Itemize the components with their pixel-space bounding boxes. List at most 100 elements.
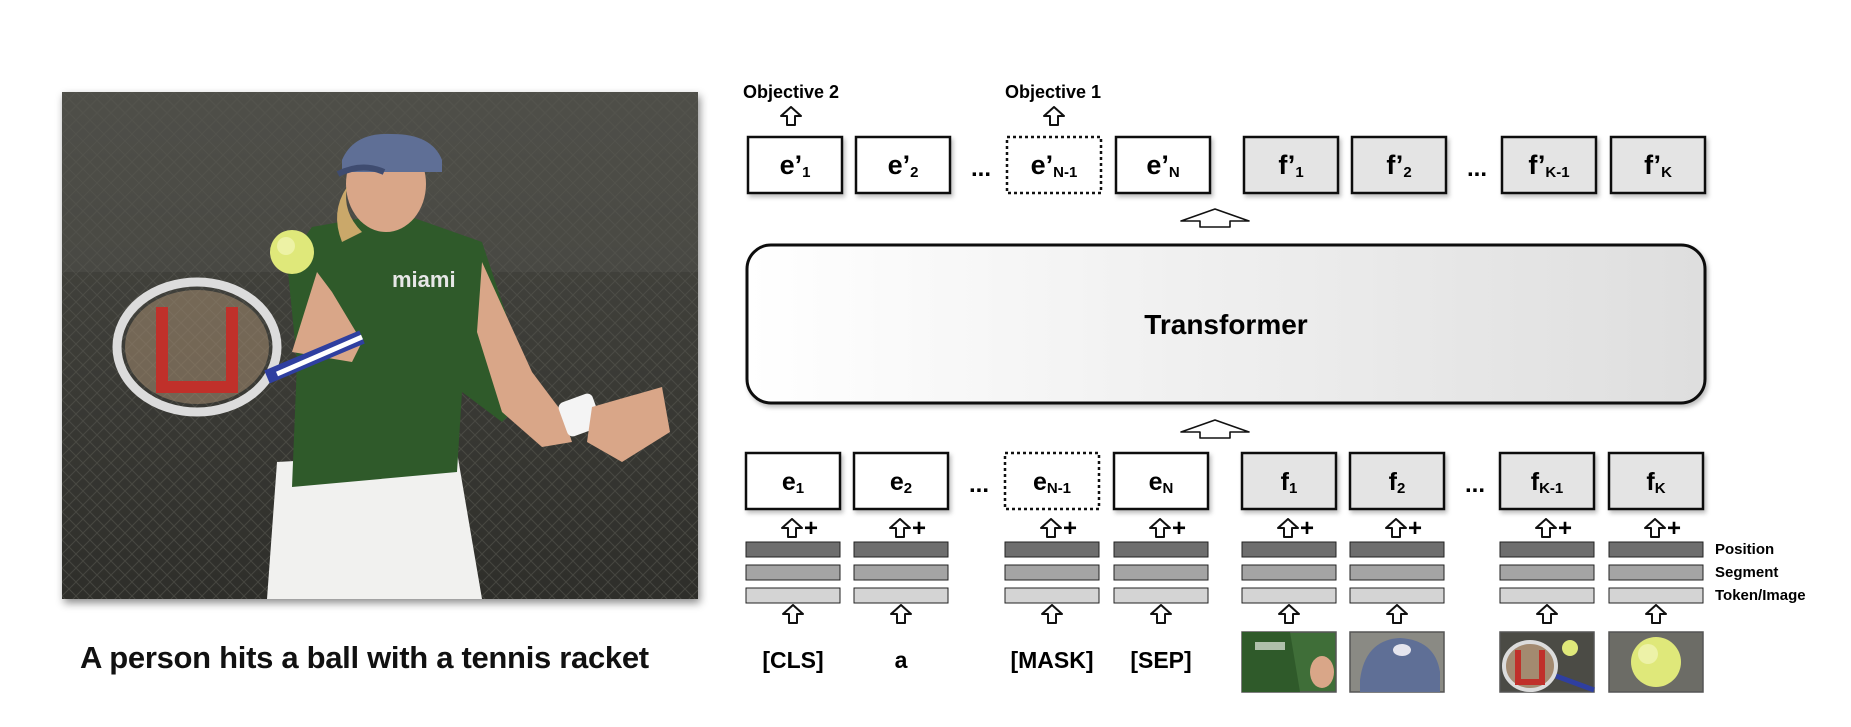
token-a: a [895,647,908,673]
input-arrow-icon [1536,604,1558,624]
input-image-features: f1 f2 ... fK-1 fK [1240,451,1705,511]
svg-text:fK: fK [1646,468,1665,497]
output-f2-box: f’2 [1350,135,1448,195]
position-embedding-bar [1608,541,1704,558]
svg-text:eN: eN [1149,468,1174,497]
svg-text:f’1: f’1 [1278,150,1303,181]
input-eN-1-masked-box: eN-1 [1003,451,1101,511]
position-embedding-bar [1499,541,1595,558]
transformer-input-arrow-icon [1180,419,1250,439]
input-e1-box: e1 [744,451,842,511]
position-embedding-bar [1004,541,1100,558]
output-image-ellipsis: ... [1467,155,1487,182]
objective-1-label: Objective 1 [1005,82,1101,102]
image-embedding-bar [1608,587,1704,604]
transformer-output-arrow-icon [1180,208,1250,228]
output-e1-box: e’1 [746,135,844,195]
input-eN-box: eN [1112,451,1210,511]
svg-text:f’K-1: f’K-1 [1528,150,1569,181]
plus-sign: + [804,515,818,542]
svg-text:f’2: f’2 [1386,150,1411,181]
image-patches [1241,631,1704,693]
input-arrow-icon [1386,604,1408,624]
plus-sign: + [1667,515,1681,542]
output-text-embeddings: e’1 e’2 ... e’N-1 e’N [746,135,1212,195]
segment-embedding-bar [1004,564,1100,581]
cap-patch [1349,631,1445,693]
position-label: Position [1715,541,1774,558]
embedding-bars [745,541,1704,604]
sum-arrow-icon [1277,518,1299,538]
svg-text:f1: f1 [1281,468,1298,497]
input-e2-box: e2 [852,451,950,511]
image-embedding-bar [1241,587,1337,604]
plus-sign: + [912,515,926,542]
shirt-patch [1241,631,1337,693]
position-embedding-bar [745,541,841,558]
token-embedding-bar [853,587,949,604]
segment-embedding-bar [853,564,949,581]
sum-arrow-icon [1040,518,1062,538]
svg-text:e’1: e’1 [780,150,811,181]
svg-text:e’N-1: e’N-1 [1031,150,1078,181]
token-image-label: Token/Image [1715,587,1806,604]
plus-sign: + [1558,515,1572,542]
input-fK-1-box: fK-1 [1498,451,1596,511]
position-embedding-bar [1349,541,1445,558]
output-e2-box: e’2 [854,135,952,195]
svg-text:e2: e2 [890,468,912,497]
tennis-photo-illustration: miami [62,92,698,599]
sum-arrows: + + + + + + + + [781,515,1681,542]
segment-embedding-bar [1241,564,1337,581]
ball-patch [1608,631,1704,693]
svg-text:e’2: e’2 [888,150,919,181]
token-sep: [SEP] [1130,647,1191,673]
input-text-ellipsis: ... [969,471,989,498]
input-arrow-icon [1278,604,1300,624]
output-text-ellipsis: ... [971,155,991,182]
sum-arrow-icon [781,518,803,538]
input-arrow-icon [782,604,804,624]
input-arrow-icon [1150,604,1172,624]
position-embedding-bar [1241,541,1337,558]
token-embedding-bar [1004,587,1100,604]
objective-2-arrow-icon [780,106,802,126]
svg-text:fK-1: fK-1 [1531,468,1564,497]
token-cls: [CLS] [762,647,823,673]
input-arrow-icon [1645,604,1667,624]
racket-patch [1499,631,1595,693]
input-arrows [782,604,1667,624]
segment-embedding-bar [1113,564,1209,581]
svg-text:e1: e1 [782,468,804,497]
objective-1-arrow-icon [1043,106,1065,126]
plus-sign: + [1172,515,1186,542]
input-text-embeddings: e1 e2 ... eN-1 eN [744,451,1210,511]
input-arrow-icon [890,604,912,624]
shirt-logo: miami [392,267,456,292]
segment-label: Segment [1715,564,1778,581]
svg-text:f2: f2 [1389,468,1406,497]
svg-text:eN-1: eN-1 [1033,468,1071,497]
input-fK-box: fK [1607,451,1705,511]
position-embedding-bar [853,541,949,558]
output-eN-box: e’N [1114,135,1212,195]
sum-arrow-icon [1644,518,1666,538]
sum-arrow-icon [1149,518,1171,538]
objective-2-label: Objective 2 [743,82,839,102]
token-mask: [MASK] [1010,647,1093,673]
sum-arrow-icon [1535,518,1557,538]
segment-embedding-bar [1608,564,1704,581]
input-arrow-icon [1041,604,1063,624]
image-caption: A person hits a ball with a tennis racke… [80,640,649,675]
token-embedding-bar [745,587,841,604]
token-embedding-bar [1113,587,1209,604]
image-embedding-bar [1349,587,1445,604]
output-f1-box: f’1 [1242,135,1340,195]
image-embedding-bar [1499,587,1595,604]
plus-sign: + [1063,515,1077,542]
output-eN-1-masked-box: e’N-1 [1005,135,1103,195]
input-image-ellipsis: ... [1465,471,1485,498]
input-f1-box: f1 [1240,451,1338,511]
input-f2-box: f2 [1348,451,1446,511]
